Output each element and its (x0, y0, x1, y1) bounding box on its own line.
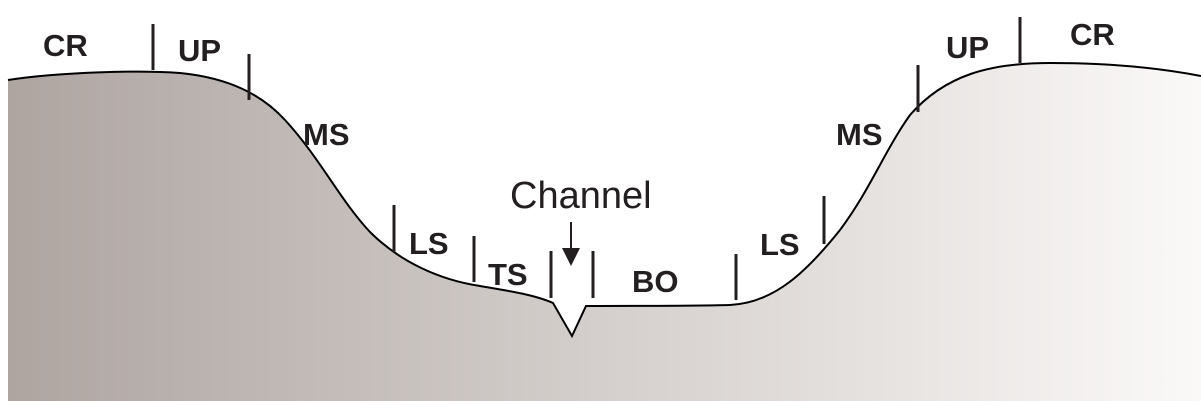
channel-arrow-head (562, 248, 580, 266)
label-left-lower: LS (409, 226, 449, 261)
label-left-mid: MS (303, 117, 350, 152)
label-left-upper: UP (178, 33, 221, 68)
terrain-outline (7, 61, 1201, 339)
label-right-lower: LS (760, 227, 800, 262)
label-left-crest: CR (43, 28, 88, 63)
label-channel: Channel (510, 175, 652, 217)
label-right-mid: MS (836, 117, 883, 152)
label-toe-slope: TS (488, 257, 528, 292)
label-right-crest: CR (1070, 17, 1115, 52)
terrain-fill (8, 63, 1201, 401)
label-bottom: BO (632, 264, 679, 299)
label-right-upper: UP (946, 30, 989, 65)
